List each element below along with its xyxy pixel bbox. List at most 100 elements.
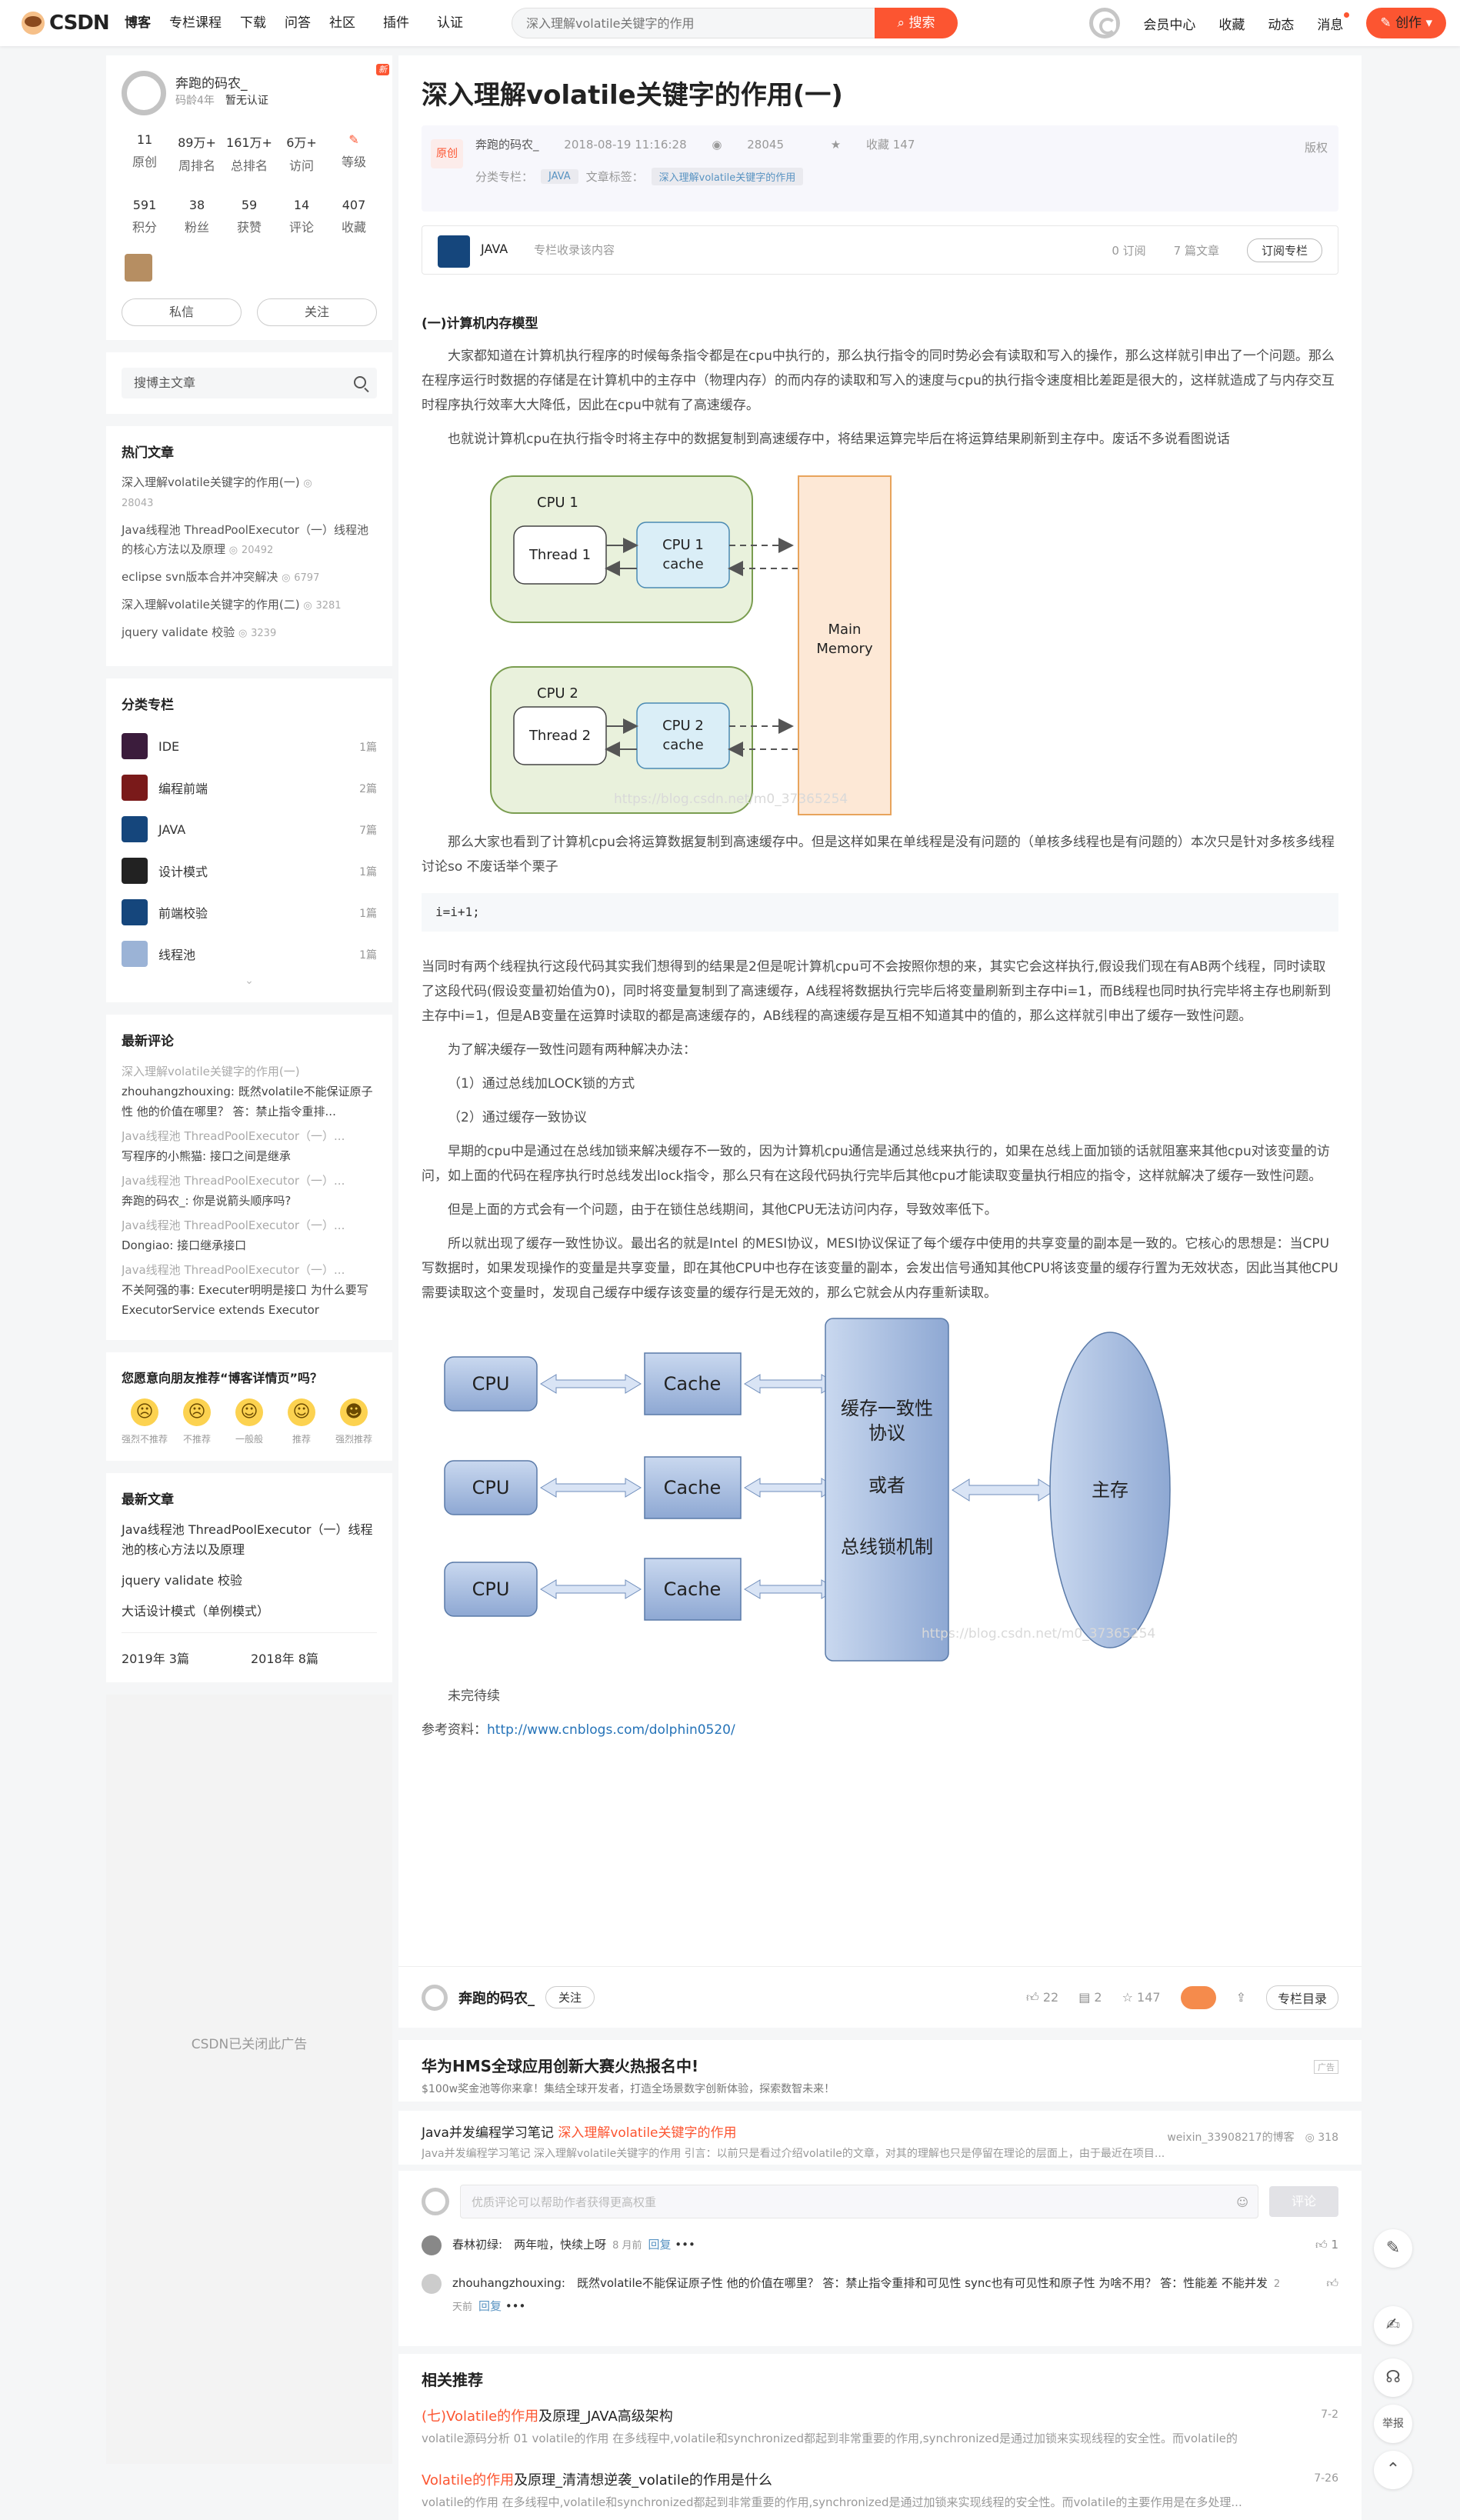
vip-center-link[interactable]: 会员中心 [1143,17,1196,33]
hot-article-title[interactable]: eclipse svn版本合并冲突解决 [122,570,278,584]
reply-link[interactable]: 回复 [478,2299,502,2313]
more-icon[interactable]: ••• [505,2299,526,2313]
author-name[interactable]: 奔跑的码农_ [175,76,248,92]
survey-option[interactable]: ☺推荐 [278,1398,325,1445]
recommend-user[interactable]: weixin_33908217的博客 [1167,2132,1295,2144]
category-name[interactable]: JAVA [158,822,186,837]
nav-item-cert[interactable]: 认证 [437,15,463,31]
report-button[interactable]: 举报 [1374,2405,1412,2443]
more-icon[interactable]: ••• [675,2238,695,2252]
submit-comment-button[interactable]: 评论 [1269,2186,1338,2217]
commenter-avatar[interactable] [422,2235,442,2255]
nav-item-qa[interactable]: 问答 [285,15,311,31]
copyright-label[interactable]: 版权 [1304,141,1328,155]
survey-option[interactable]: ☹不推荐 [174,1398,220,1445]
author-name[interactable]: 奔跑的码农_ [458,1990,535,2007]
hot-article-title[interactable]: 深入理解volatile关键字的作用(一) [122,475,300,489]
article-tag[interactable]: 深入理解volatile关键字的作用 [651,168,804,185]
comment-item[interactable]: 深入理解volatile关键字的作用(一)zhouhangzhouxing: 既… [122,1062,377,1122]
search-button[interactable]: ⌕ 搜索 [875,8,958,38]
comment-article[interactable]: Java线程池 ThreadPoolExecutor（一）... [122,1218,345,1232]
column-tag[interactable]: JAVA [541,169,578,184]
comment-like[interactable]: 👍︎ 1 [1315,2234,1338,2255]
badge-icon[interactable] [125,254,152,282]
like-button[interactable]: 👍︎ 22 [1026,1990,1058,2005]
category-name[interactable]: 前端校验 [158,906,208,921]
hot-article-title[interactable]: Java线程池 ThreadPoolExecutor（一）线程池的核心方法以及原… [122,523,369,556]
comment-item[interactable]: Java线程池 ThreadPoolExecutor（一）...不关阿强的事: … [122,1260,377,1320]
comment-article[interactable]: 深入理解volatile关键字的作用(一) [122,1065,300,1078]
related-item-title[interactable]: Volatile的作用及原理_清清想逆袭_volatile的作用是什么 [422,2469,1338,2489]
hot-article-item[interactable]: 深入理解volatile关键字的作用(一) ◎28043 [122,473,377,513]
messages-link[interactable]: 消息 [1317,12,1350,33]
archive-2019[interactable]: 2019年 3篇 [122,1652,189,1666]
subscribe-column-button[interactable]: 订阅专栏 [1246,238,1322,262]
expand-chevron-icon[interactable]: ⌄ [245,975,254,987]
comment-item[interactable]: Java线程池 ThreadPoolExecutor（一）...Dongiao:… [122,1215,377,1255]
column-name[interactable]: JAVA [481,242,508,256]
promo-title[interactable]: 华为HMS全球应用创新大赛火热报名中! [422,2057,699,2075]
favorites-link[interactable]: 收藏 [1218,17,1245,33]
survey-option[interactable]: ☺一般般 [226,1398,272,1445]
author-avatar[interactable] [122,71,166,115]
hot-article-item[interactable]: Java线程池 ThreadPoolExecutor（一）线程池的核心方法以及原… [122,521,377,560]
fav-count[interactable]: ★ 收藏 147 [831,138,937,152]
survey-option[interactable]: ☻强烈推荐 [331,1398,377,1445]
reference-link[interactable]: http://www.cnblogs.com/dolphin0520/ [487,1722,735,1738]
write-icon[interactable]: ✎ [1374,2229,1412,2268]
related-item[interactable]: Volatile的作用及原理_清清想逆袭_volatile的作用是什么 vola… [422,2469,1338,2510]
activity-link[interactable]: 动态 [1268,17,1295,33]
nav-item-blog[interactable]: 博客 [125,15,151,31]
comment-article[interactable]: Java线程池 ThreadPoolExecutor（一）... [122,1174,345,1188]
user-avatar[interactable] [1089,8,1121,38]
category-name[interactable]: 线程池 [158,948,196,962]
headset-icon[interactable]: ☊ [1374,2358,1412,2397]
comment-item[interactable]: Java线程池 ThreadPoolExecutor（一）...写程序的小熊猫:… [122,1126,377,1166]
recommend-item[interactable]: Java并发编程学习笔记 深入理解volatile关键字的作用 Java并发编程… [398,2111,1362,2165]
nav-item-plugin[interactable]: 插件新 [365,0,428,75]
hot-article-item[interactable]: eclipse svn版本合并冲突解决 ◎ 6797 [122,568,377,588]
category-name[interactable]: 编程前端 [158,782,208,796]
hot-article-title[interactable]: 深入理解volatile关键字的作用(二) [122,598,300,612]
hot-article-item[interactable]: 深入理解volatile关键字的作用(二) ◎ 3281 [122,595,377,615]
category-name[interactable]: IDE [158,738,180,754]
column-toc-button[interactable]: 专栏目录 [1265,1985,1338,2010]
archive-2018[interactable]: 2018年 8篇 [251,1652,318,1666]
search-input[interactable] [512,8,866,38]
hot-article-title[interactable]: jquery validate 校验 [122,625,235,639]
category-name[interactable]: 设计模式 [158,865,208,879]
article-author[interactable]: 奔跑的码农_ [475,138,539,152]
related-item-title[interactable]: (七)Volatile的作用及原理_JAVA高级架构 [422,2405,1338,2425]
new-article-item[interactable]: jquery validate 校验 [122,1573,243,1588]
search-icon[interactable] [354,376,366,388]
edit-icon[interactable]: ✍ [1374,2306,1412,2345]
commenter-avatar[interactable] [422,2274,442,2294]
share-icon[interactable]: ⇪ [1235,1990,1246,2005]
comment-article[interactable]: Java线程池 ThreadPoolExecutor（一）... [122,1129,345,1143]
reward-icon[interactable] [1180,1985,1216,2009]
commenter-name[interactable]: zhouhangzhouxing: [452,2276,565,2290]
comment-like[interactable]: 👍︎ [1326,2272,1338,2294]
blog-search-input[interactable]: 搜博主文章 [122,368,377,398]
hot-article-item[interactable]: jquery validate 校验 ◎ 3239 [122,623,377,643]
comment-input[interactable]: 优质评论可以帮助作者获得更高权重☺ [460,2185,1258,2218]
comment-article[interactable]: Java线程池 ThreadPoolExecutor（一）... [122,1263,345,1277]
comment-button[interactable]: ▤ 2 [1078,1990,1102,2005]
create-button[interactable]: ✎ 创作 ▾ [1366,8,1446,38]
nav-item-community[interactable]: 社区 [329,15,355,31]
nav-item-courses[interactable]: 专栏课程 [169,15,222,31]
favorite-button[interactable]: ☆ 147 [1122,1990,1161,2005]
new-article-item[interactable]: Java线程池 ThreadPoolExecutor（一）线程池的核心方法以及原… [122,1522,373,1557]
column-icon[interactable] [438,235,470,268]
commenter-name[interactable]: 春林初绿: [452,2238,503,2252]
promo-banner[interactable]: 华为HMS全球应用创新大赛火热报名中! $100w奖金池等你来拿！集结全球开发者… [398,2040,1362,2102]
recommend-title[interactable]: Java并发编程学习笔记 深入理解volatile关键字的作用 [422,2122,1338,2141]
back-to-top-icon[interactable]: ⌃ [1374,2451,1412,2489]
survey-option[interactable]: ☹强烈不推荐 [122,1398,168,1445]
